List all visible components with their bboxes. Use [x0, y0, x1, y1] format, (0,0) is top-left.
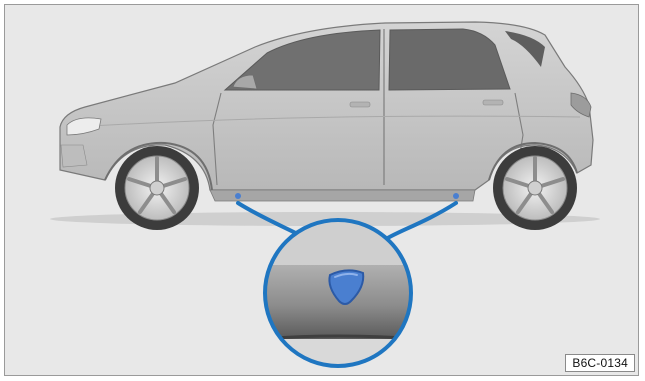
sill-closeup	[260, 215, 420, 376]
front-door-handle	[350, 102, 370, 107]
illustration-frame: B6C-0134	[4, 4, 639, 376]
magnifier-callout	[238, 203, 456, 376]
rear-door-handle	[483, 100, 503, 105]
figure-code: B6C-0134	[565, 354, 635, 372]
car-illustration	[5, 5, 639, 376]
rear-wheel	[493, 146, 577, 230]
front-wheel	[115, 146, 199, 230]
rear-jacking-point-marker	[453, 193, 459, 199]
front-jacking-point-marker	[235, 193, 241, 199]
